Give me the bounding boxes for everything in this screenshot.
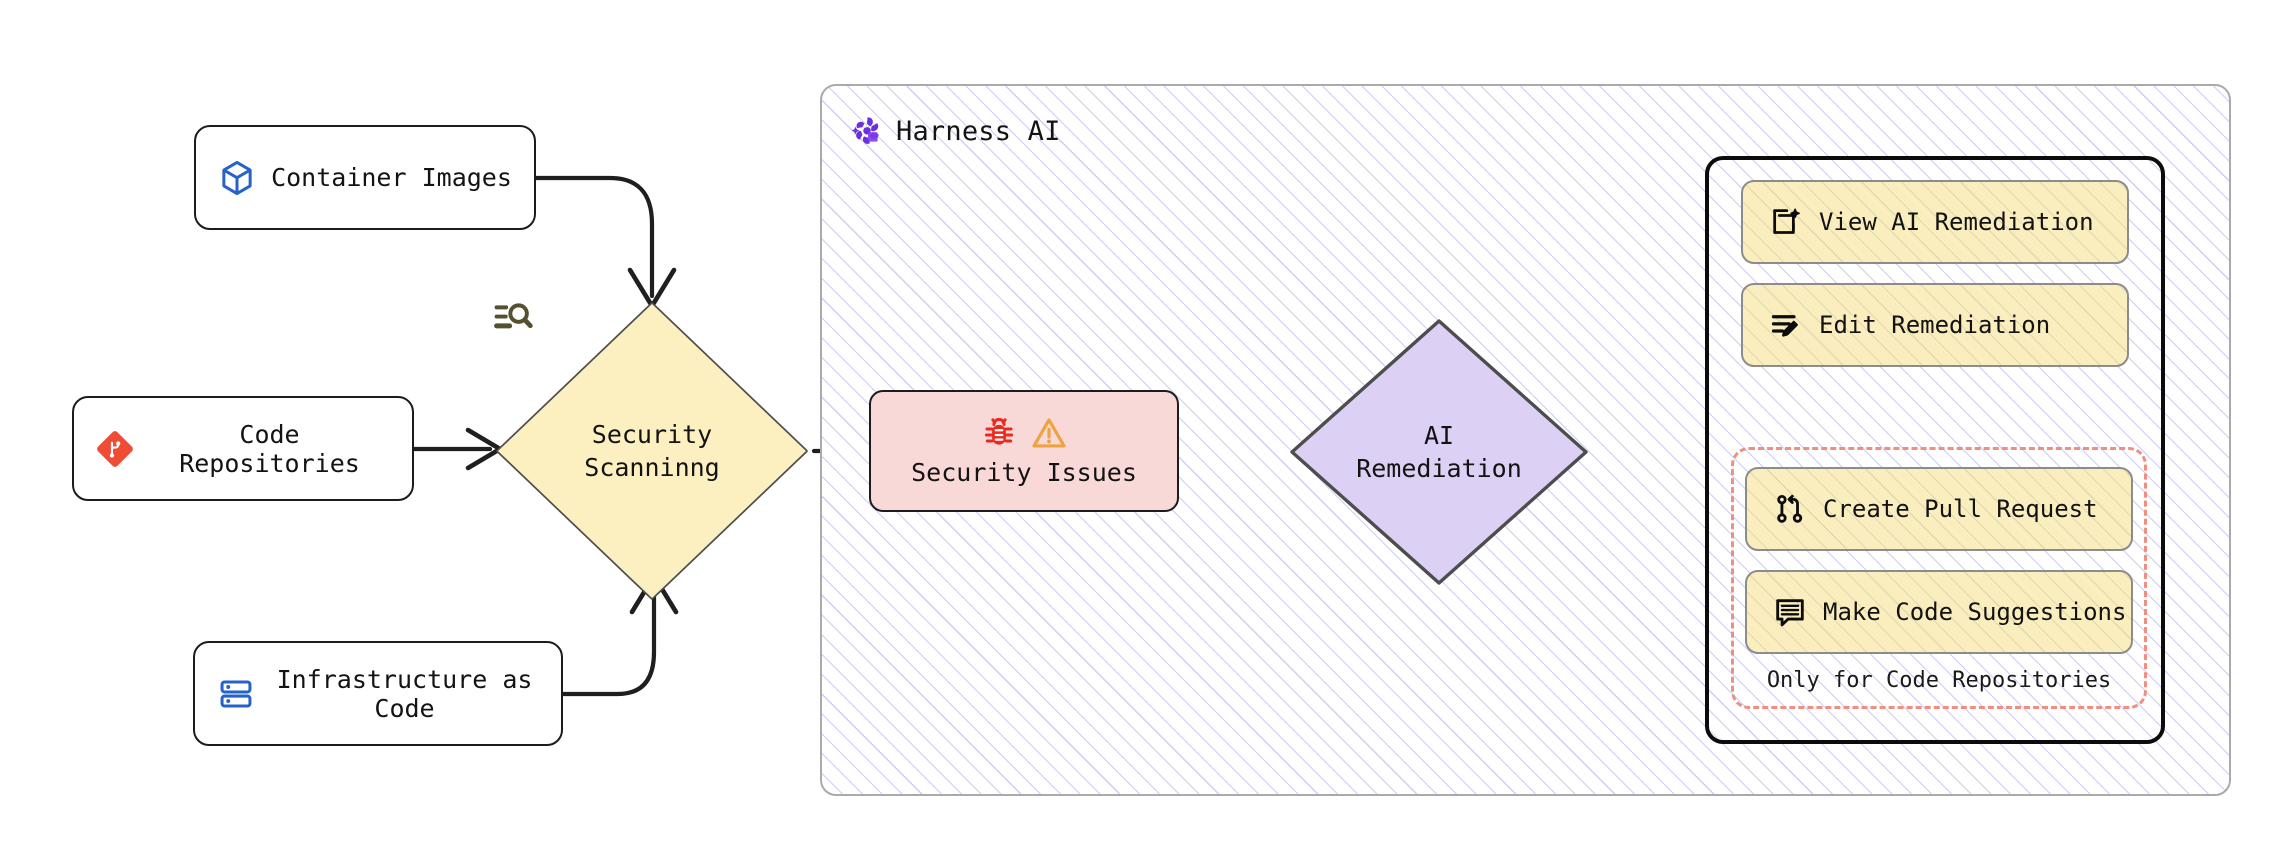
node-label: Infrastructure as Code [276, 664, 533, 723]
ai-document-sparkle-icon [1773, 208, 1800, 234]
harness-pinwheel-logo [851, 117, 879, 144]
comment-lines-icon [1776, 599, 1804, 627]
button-label: View AI Remediation [1819, 208, 2094, 236]
container-cube-icon [222, 160, 252, 195]
actions-panel: View AI Remediation Edit Remediation [1705, 156, 2165, 744]
server-stack-icon [220, 679, 252, 708]
node-label-group: AI Remediation [1284, 313, 1594, 591]
subgraph-title: Harness AI [850, 114, 1061, 148]
button-edit-remediation[interactable]: Edit Remediation [1741, 283, 2129, 367]
bug-icon [984, 417, 1014, 445]
button-view-ai-remediation[interactable]: View AI Remediation [1741, 180, 2129, 264]
actions-list: View AI Remediation Edit Remediation [1709, 160, 2161, 740]
node-label-line2: Remediation [1356, 454, 1522, 483]
node-security-issues[interactable]: Security Issues [869, 390, 1179, 512]
button-create-pull-request[interactable]: Create Pull Request [1745, 467, 2133, 551]
edge-container-images-to-scanning [533, 175, 655, 299]
scan-search-icon [494, 303, 533, 329]
node-label: Security Issues [911, 458, 1137, 487]
code-repositories-only-group: Create Pull Request Make Code Suggestion… [1731, 447, 2147, 709]
node-label-line1: AI [1423, 420, 1455, 450]
pull-request-icon [1777, 494, 1803, 523]
node-label-group: Security Scanninng [490, 296, 814, 606]
dashed-group-caption: Only for Code Repositories [1766, 668, 2112, 693]
git-repository-icon [97, 430, 133, 467]
button-make-code-suggestions[interactable]: Make Code Suggestions [1745, 570, 2133, 654]
button-label: Edit Remediation [1819, 311, 2051, 339]
warning-triangle-icon [1032, 418, 1066, 448]
subgraph-title-label: Harness AI [896, 115, 1061, 147]
node-label: Container Images [271, 163, 512, 192]
button-label: Make Code Suggestions [1823, 598, 2127, 626]
node-code-repositories[interactable]: Code Repositories [72, 396, 414, 501]
node-label-line1: Security [591, 419, 713, 449]
node-label: Code Repositories [179, 419, 360, 478]
issues-icon-group [981, 415, 1067, 451]
node-container-images[interactable]: Container Images [194, 125, 536, 230]
node-ai-remediation[interactable]: AI Remediation [1284, 313, 1594, 591]
node-security-scanning[interactable]: Security Scanninng [490, 296, 814, 606]
node-infrastructure-as-code[interactable]: Infrastructure as Code [193, 641, 563, 746]
node-label-line2: Scanninng [584, 453, 720, 482]
edit-lines-pencil-icon [1771, 315, 1798, 337]
button-label: Create Pull Request [1823, 495, 2098, 523]
